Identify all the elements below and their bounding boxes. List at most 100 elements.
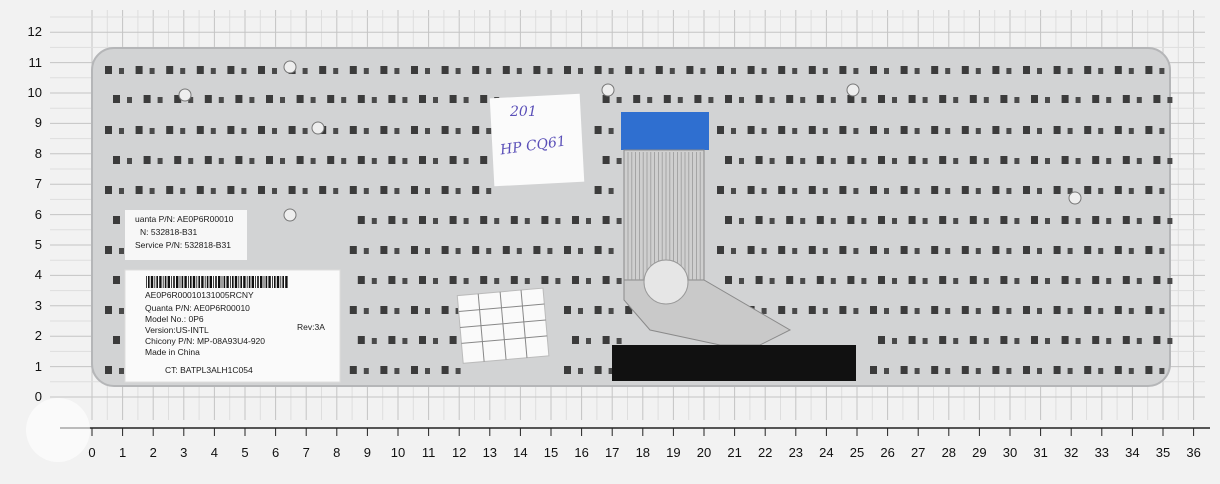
quanta-pn: Quanta P/N: AE0P6R00010 — [145, 303, 250, 313]
plate-hole — [119, 188, 124, 194]
plate-holes — [105, 66, 1173, 374]
plate-hole — [402, 158, 408, 164]
plate-hole — [578, 308, 583, 314]
plate-hole — [480, 95, 488, 103]
plate-hole — [363, 368, 369, 374]
plate-hole — [992, 366, 1000, 374]
plate-hole — [1037, 308, 1042, 314]
plate-hole — [1159, 68, 1165, 74]
ct-number: CT: BATPL3ALH1C054 — [165, 365, 253, 375]
plate-hole — [380, 366, 388, 374]
plate-hole — [878, 336, 885, 344]
plate-hole — [394, 248, 400, 254]
plate-hole — [135, 66, 143, 74]
plate-hole — [1014, 278, 1020, 284]
plate-hole — [861, 97, 867, 103]
plate-hole — [625, 306, 633, 314]
plate-hole — [1031, 276, 1038, 284]
plate-hole — [884, 308, 889, 314]
plate-hole — [463, 158, 469, 164]
plate-hole — [686, 66, 694, 74]
plate-hole — [608, 128, 614, 134]
plate-hole — [394, 68, 400, 74]
plate-hole — [357, 336, 365, 344]
plate-hole — [655, 66, 663, 74]
plate-hole — [953, 158, 959, 164]
plate-hole — [463, 278, 469, 284]
plate-hole — [1045, 158, 1050, 164]
small-sticker-line-1: uanta P/N: AE0P6R00010 — [135, 214, 234, 224]
x-tick-label: 16 — [574, 445, 589, 460]
ribbon-cable — [621, 112, 792, 346]
plate-hole — [135, 126, 143, 134]
plate-hole — [486, 188, 492, 194]
plate-hole — [480, 276, 488, 284]
y-tick-label: 11 — [28, 54, 43, 70]
plate-hole — [547, 248, 553, 254]
plate-hole — [1092, 216, 1100, 224]
plate-hole — [166, 66, 174, 74]
plate-hole — [494, 218, 500, 224]
plate-hole — [280, 97, 285, 103]
plate-hole — [594, 66, 602, 74]
plate-hole — [472, 66, 480, 74]
plate-hole — [105, 66, 112, 74]
plate-hole — [1023, 66, 1030, 74]
plate-hole — [349, 126, 357, 134]
small-sticker-line-3: Service P/N: 532818-B31 — [135, 240, 231, 250]
plate-hole — [510, 216, 518, 224]
plate-hole — [755, 156, 763, 164]
plate-hole — [800, 97, 806, 103]
plate-hole — [878, 276, 885, 284]
plate-hole — [839, 186, 847, 194]
barcode-bar — [192, 276, 196, 288]
plate-hole — [502, 246, 510, 254]
plate-hole — [717, 246, 724, 254]
plate-hole — [900, 366, 908, 374]
y-tick-label: 3 — [34, 297, 42, 313]
plate-hole — [914, 368, 920, 374]
plate-hole — [839, 306, 847, 314]
screw-point — [601, 83, 615, 97]
plate-hole — [663, 95, 671, 103]
plate-hole — [892, 278, 897, 284]
plate-hole — [180, 128, 186, 134]
barcode-bar — [282, 276, 284, 288]
barcode-bar — [268, 276, 271, 288]
plate-hole — [363, 308, 369, 314]
plate-hole — [394, 308, 400, 314]
plate-hole — [1114, 306, 1122, 314]
barcode-bar — [240, 276, 242, 288]
plate-hole — [1023, 306, 1030, 314]
plate-hole — [725, 156, 732, 164]
plate-hole — [455, 128, 461, 134]
plate-hole — [1128, 128, 1134, 134]
plate-hole — [119, 128, 124, 134]
plate-hole — [1075, 218, 1081, 224]
plate-hole — [1084, 126, 1092, 134]
plate-hole — [258, 186, 265, 194]
barcode-bar — [274, 276, 276, 288]
x-tick-label: 24 — [819, 445, 834, 460]
screw-point — [311, 121, 325, 135]
plate-hole — [449, 216, 457, 224]
plate-hole — [486, 68, 492, 74]
plate-hole — [402, 97, 408, 103]
plate-hole — [983, 158, 989, 164]
plate-hole — [174, 156, 182, 164]
plate-hole — [830, 97, 836, 103]
plate-hole — [1122, 95, 1130, 103]
plate-hole — [931, 246, 939, 254]
plate-hole — [1037, 68, 1042, 74]
plate-hole — [105, 186, 112, 194]
plate-hole — [731, 68, 736, 74]
barcode-bar — [265, 276, 268, 288]
barcode-bar — [184, 276, 187, 288]
plate-hole — [113, 156, 120, 164]
plate-hole — [594, 366, 602, 374]
x-tick-label: 0 — [88, 445, 96, 460]
plate-hole — [349, 66, 357, 74]
x-tick-label: 33 — [1094, 445, 1110, 460]
plate-hole — [1122, 216, 1130, 224]
y-tick-label: 4 — [34, 267, 42, 283]
